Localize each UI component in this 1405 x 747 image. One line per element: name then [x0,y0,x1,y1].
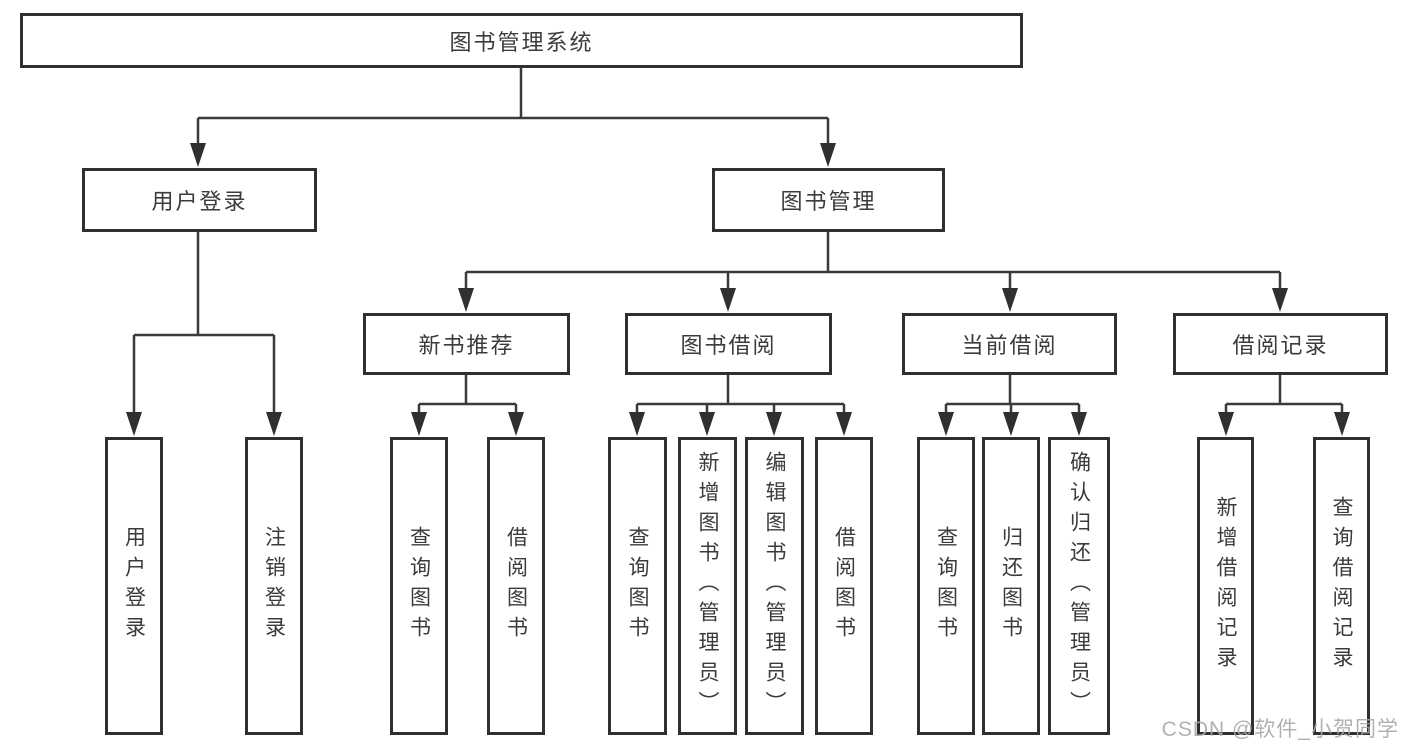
leaf-query-books-current: 查询图书 [917,437,975,735]
leaf-logout: 注销登录 [245,437,303,735]
csdn-watermark: CSDN @软件_小贺同学 [1161,718,1399,741]
leaf-confirm-return-admin-label: 确认归还（管理员） [1067,451,1091,721]
node-root-label: 图书管理系统 [449,29,594,55]
leaf-query-books-borrow-label: 查询图书 [626,526,649,646]
leaf-confirm-return-admin: 确认归还（管理员） [1048,437,1110,735]
leaf-query-borrow-record: 查询借阅记录 [1313,437,1370,735]
leaf-return-book: 归还图书 [982,437,1040,735]
leaf-edit-book-admin-label: 编辑图书（管理员） [763,451,786,721]
leaf-query-books-current-label: 查询图书 [934,526,958,646]
leaf-add-borrow-record-label: 新增借阅记录 [1214,496,1237,676]
node-new-book-recommend-label: 新书推荐 [418,333,515,358]
leaf-query-books-newbooks-label: 查询图书 [407,526,431,646]
leaf-return-book-label: 归还图书 [999,526,1023,646]
leaf-borrow-books-borrow: 借阅图书 [815,437,873,735]
leaf-user-login-label: 用户登录 [122,526,146,646]
node-user-login-label: 用户登录 [151,189,248,214]
node-current-borrow: 当前借阅 [902,313,1117,375]
leaf-logout-label: 注销登录 [262,526,286,646]
leaf-borrow-books-newbooks: 借阅图书 [487,437,545,735]
node-current-borrow-label: 当前借阅 [961,333,1058,358]
leaf-borrow-books-borrow-label: 借阅图书 [832,526,856,646]
leaf-edit-book-admin: 编辑图书（管理员） [745,437,804,735]
leaf-add-book-admin: 新增图书（管理员） [678,437,737,735]
node-borrow-records: 借阅记录 [1173,313,1388,375]
leaf-borrow-books-newbooks-label: 借阅图书 [504,526,528,646]
node-book-management: 图书管理 [712,168,945,232]
leaf-add-borrow-record: 新增借阅记录 [1197,437,1254,735]
leaf-user-login: 用户登录 [105,437,163,735]
node-book-management-label: 图书管理 [780,189,877,214]
node-book-borrow-label: 图书借阅 [680,333,777,358]
node-borrow-records-label: 借阅记录 [1232,333,1329,358]
node-root-system: 图书管理系统 [20,13,1023,68]
leaf-query-books-borrow: 查询图书 [608,437,667,735]
node-new-book-recommend: 新书推荐 [363,313,570,375]
leaf-add-book-admin-label: 新增图书（管理员） [696,451,719,721]
node-user-login: 用户登录 [82,168,317,232]
node-book-borrow: 图书借阅 [625,313,832,375]
leaf-query-borrow-record-label: 查询借阅记录 [1330,496,1353,676]
leaf-query-books-newbooks: 查询图书 [390,437,448,735]
